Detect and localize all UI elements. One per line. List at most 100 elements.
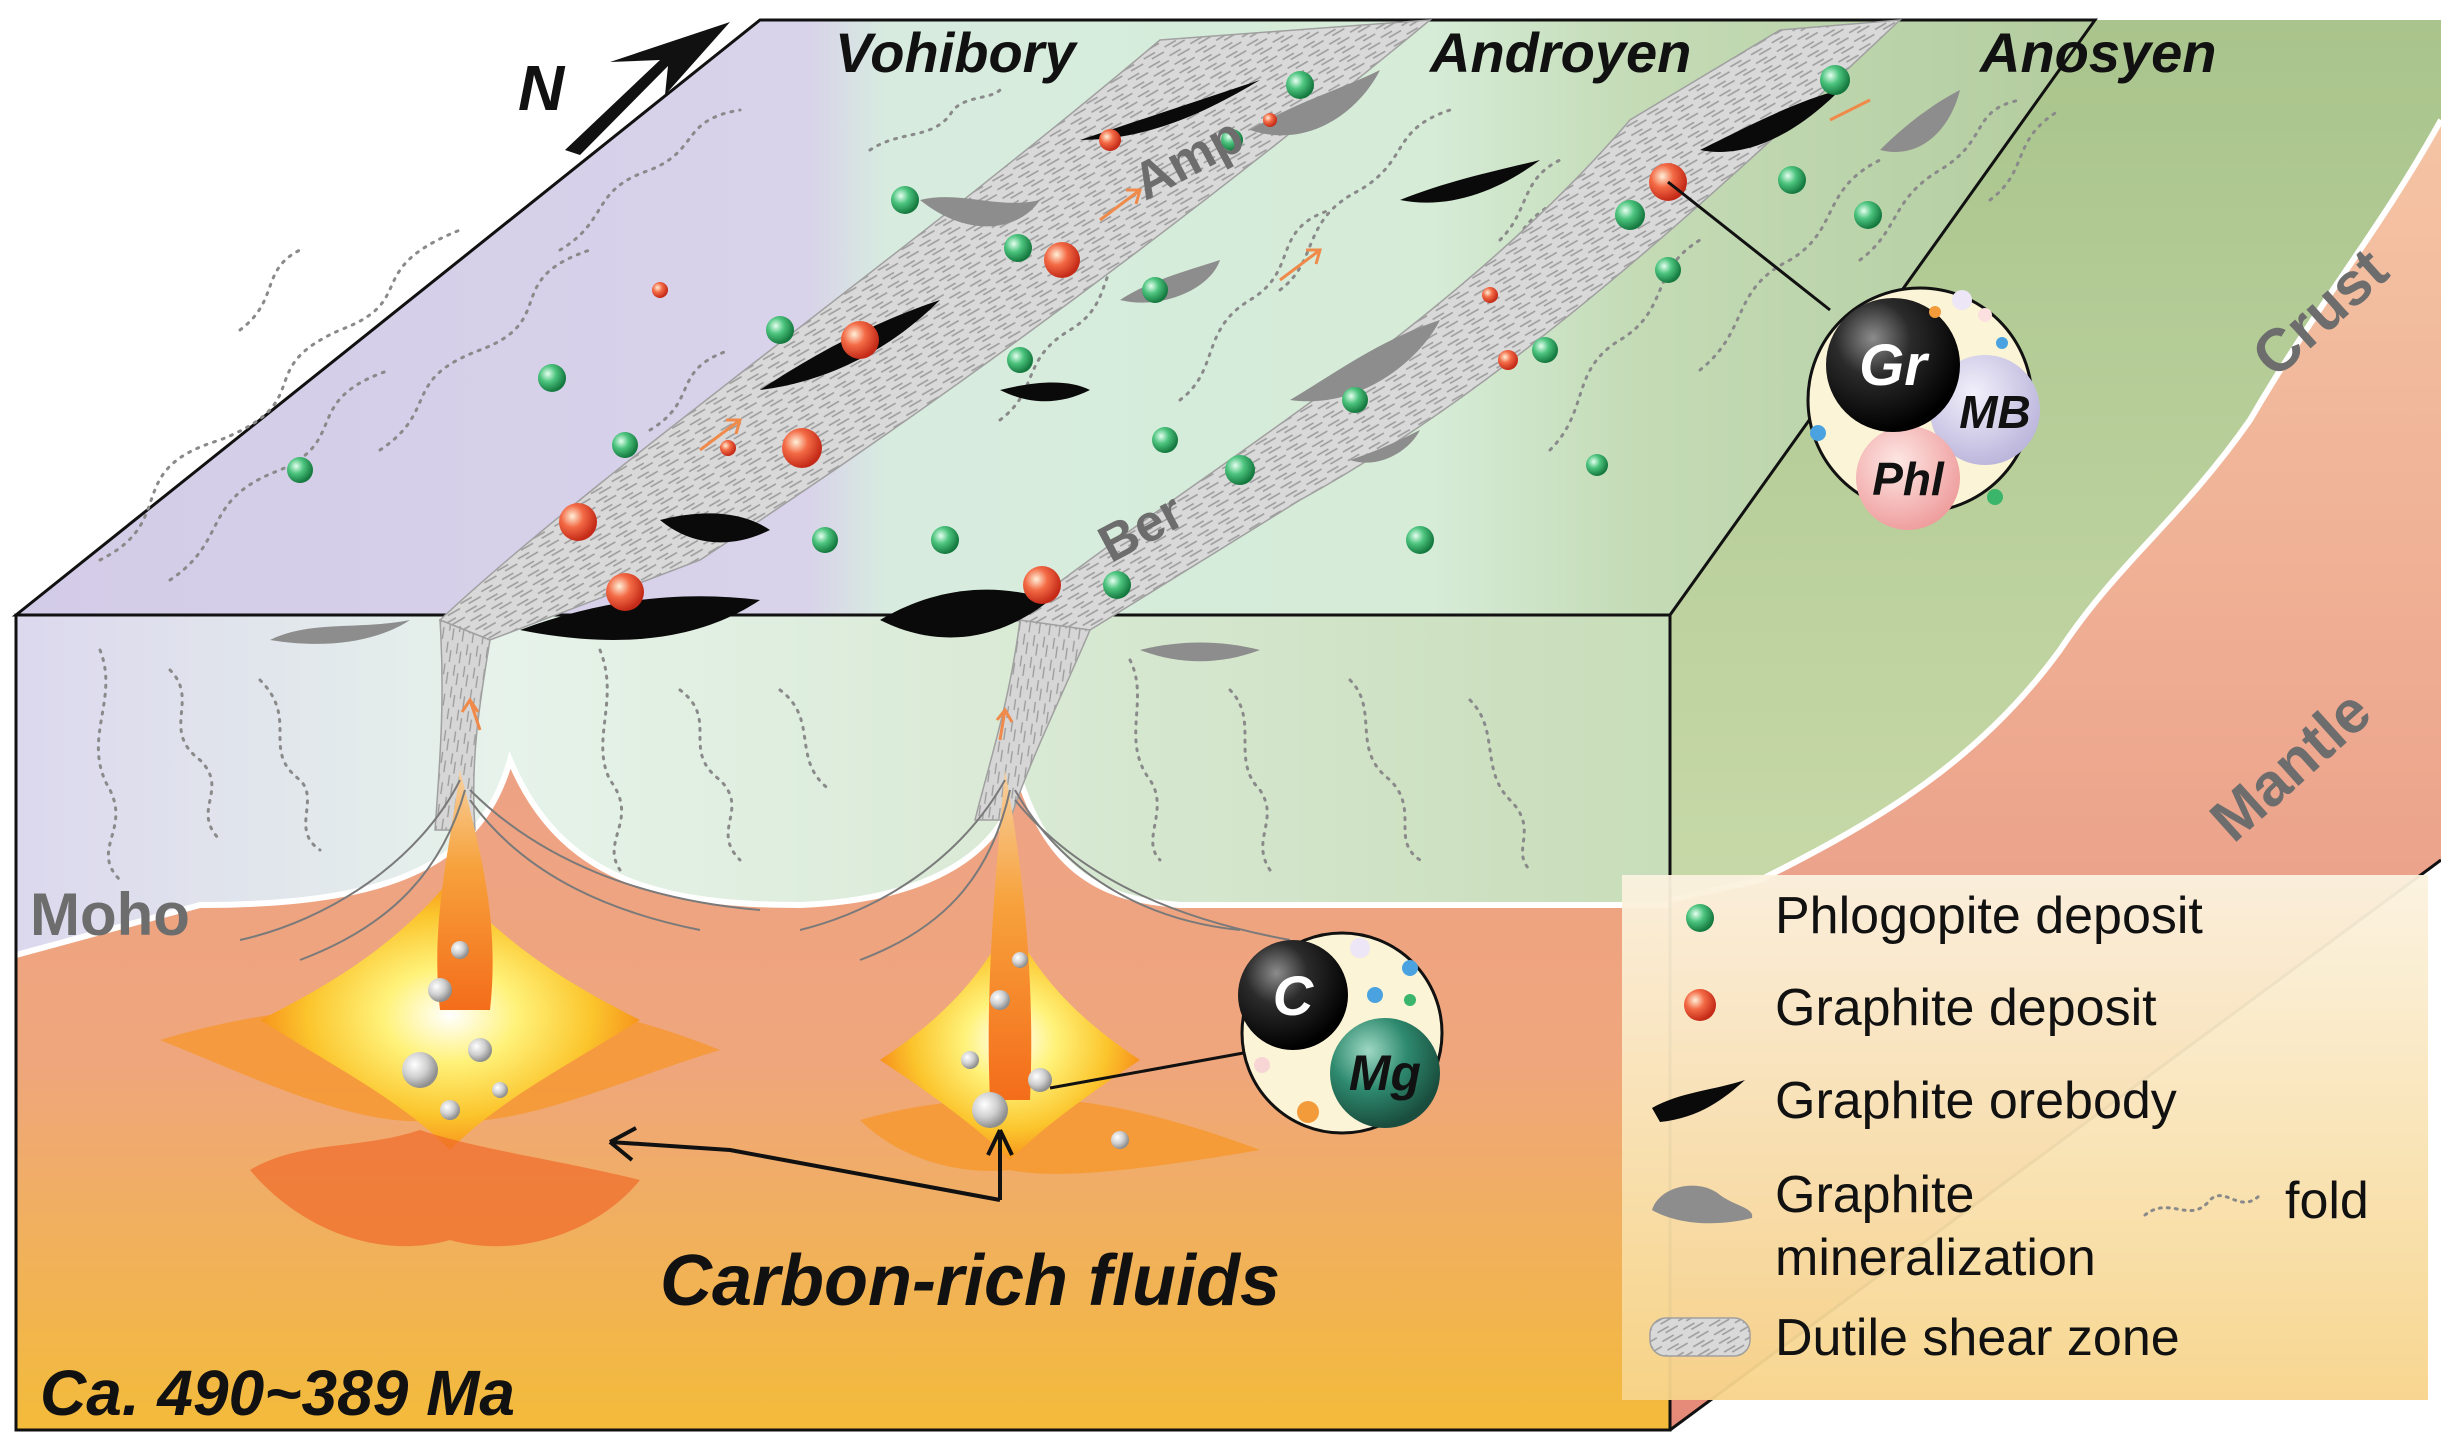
inset-top-dot (1952, 290, 1972, 310)
moho-line-front (15, 750, 1670, 958)
inset-mb-label: MB (1959, 386, 2031, 438)
terrane-label-anosyen: Anosyen (1978, 21, 2217, 84)
graphite-deposit (606, 573, 644, 611)
fluid-bubbles (402, 941, 1129, 1149)
inset-top-dot (1810, 425, 1826, 441)
front-face-crust (16, 615, 1670, 955)
inset-phl-label: Phl (1872, 453, 1945, 505)
phlogopite-deposit (1004, 234, 1032, 262)
folds (96, 88, 2062, 882)
legend-graphite-deposit-swatch (1684, 989, 1716, 1021)
terrane-label-vohibory: Vohibory (835, 21, 1078, 84)
graphite-orebody-shapes (520, 80, 1840, 640)
graphite-deposit (559, 503, 597, 541)
fluid-plume-left (160, 770, 720, 1247)
inset-bottom-dot (1402, 960, 1418, 976)
phlogopite-deposit (1586, 454, 1608, 476)
north-arrow-icon (565, 22, 730, 155)
right-face-crust (1670, 20, 2441, 900)
legend-orebody-swatch (1652, 1080, 1745, 1122)
north-label: N (518, 52, 566, 124)
legend-mineralization-swatch (1652, 1185, 1753, 1224)
phlogopite-deposit (891, 186, 919, 214)
legend-box (1622, 875, 2428, 1400)
inset-gr-ball (1826, 298, 1960, 432)
moho-line-right (1669, 118, 2441, 903)
phlogopite-deposit (1225, 455, 1255, 485)
inset-top-dot (1996, 337, 2008, 349)
legend: Phlogopite deposit Graphite deposit Grap… (1622, 875, 2428, 1400)
phlogopite-deposit (1342, 387, 1368, 413)
phlogopite-deposit (1778, 166, 1806, 194)
phlogopite-deposit (1221, 129, 1243, 151)
phlogopite-deposits (287, 65, 1882, 599)
inset-c-ball (1238, 940, 1348, 1050)
graphite-deposit (782, 428, 822, 468)
inset-top: Gr MB Phl (1806, 286, 2040, 530)
legend-shear-swatch (1649, 1317, 1751, 1357)
inset-top-dot (1929, 306, 1941, 318)
phlogopite-deposit (812, 527, 838, 553)
legend-orebody-label: Graphite orebody (1775, 1072, 2177, 1130)
legend-graphite-deposit-label: Graphite deposit (1775, 979, 2157, 1037)
inset-top-dot (1978, 308, 1992, 322)
graphite-deposit (1023, 566, 1061, 604)
phlogopite-deposit (1854, 201, 1882, 229)
graphite-deposit (1263, 113, 1277, 127)
inset-bottom-dot (1297, 1101, 1319, 1123)
fluid-flow-lines (239, 779, 1291, 961)
phlogopite-deposit (1615, 200, 1645, 230)
phlogopite-deposit (1286, 71, 1314, 99)
legend-mineralization-label-line2: mineralization (1775, 1229, 2096, 1287)
phlogopite-deposit (538, 364, 566, 392)
inset-bottom-connector (1049, 1048, 1261, 1090)
phlogopite-deposit (1532, 337, 1558, 363)
inset-bottom-dot (1254, 1057, 1270, 1073)
inset-gr-label: Gr (1859, 333, 1930, 398)
graphite-deposit (652, 282, 668, 298)
inset-c-label: C (1273, 964, 1315, 1027)
legend-shear-label: Dutile shear zone (1775, 1309, 2180, 1367)
age-label: Ca. 490~389 Ma (40, 1357, 515, 1429)
graphite-deposit (841, 321, 879, 359)
inset-bottom-dot (1350, 938, 1370, 958)
graphite-deposit (1498, 350, 1518, 370)
phlogopite-deposit (1655, 257, 1681, 283)
phlogopite-deposit (1820, 65, 1850, 95)
phlogopite-deposit (1007, 347, 1033, 373)
phlogopite-deposit (766, 316, 794, 344)
legend-mineralization-label-line1: Graphite (1775, 1166, 1974, 1224)
inset-top-connector (1667, 180, 1831, 312)
phlogopite-deposit (1142, 277, 1168, 303)
phlogopite-deposit (612, 432, 638, 458)
phlogopite-deposit (1152, 427, 1178, 453)
fluids-label: Carbon-rich fluids (660, 1241, 1280, 1321)
legend-phlogopite-swatch (1686, 904, 1714, 932)
flow-arrows (460, 98, 1871, 741)
inset-bottom-dot (1404, 994, 1416, 1006)
graphite-deposit (1482, 287, 1498, 303)
phlogopite-deposit (1103, 571, 1131, 599)
terrane-label-androyen: Androyen (1428, 21, 1691, 84)
inset-phl-ball (1856, 426, 1960, 530)
fluid-plume-right (860, 770, 1260, 1174)
graphite-mineralization-shapes (270, 70, 1960, 662)
layer-label-moho: Moho (30, 881, 190, 948)
phlogopite-deposit (287, 457, 313, 483)
inset-bottom-dot (1367, 987, 1383, 1003)
shear-zone-amp (438, 19, 1433, 641)
inset-top-dot (1987, 489, 2003, 505)
graphite-deposit (1099, 129, 1121, 151)
inset-mg-ball (1330, 1018, 1440, 1128)
legend-fold-swatch (2143, 1193, 2262, 1217)
inset-bottom: C Mg (1238, 931, 1444, 1135)
graphite-deposit (1044, 242, 1080, 278)
legend-fold-label: fold (2285, 1172, 2369, 1230)
north-arrow: N (518, 22, 730, 155)
inset-mg-label: Mg (1349, 1045, 1421, 1101)
legend-phlogopite-label: Phlogopite deposit (1775, 887, 2203, 945)
phlogopite-deposit (931, 526, 959, 554)
fluids-arrows (608, 1126, 1014, 1202)
phlogopite-deposit (1406, 526, 1434, 554)
